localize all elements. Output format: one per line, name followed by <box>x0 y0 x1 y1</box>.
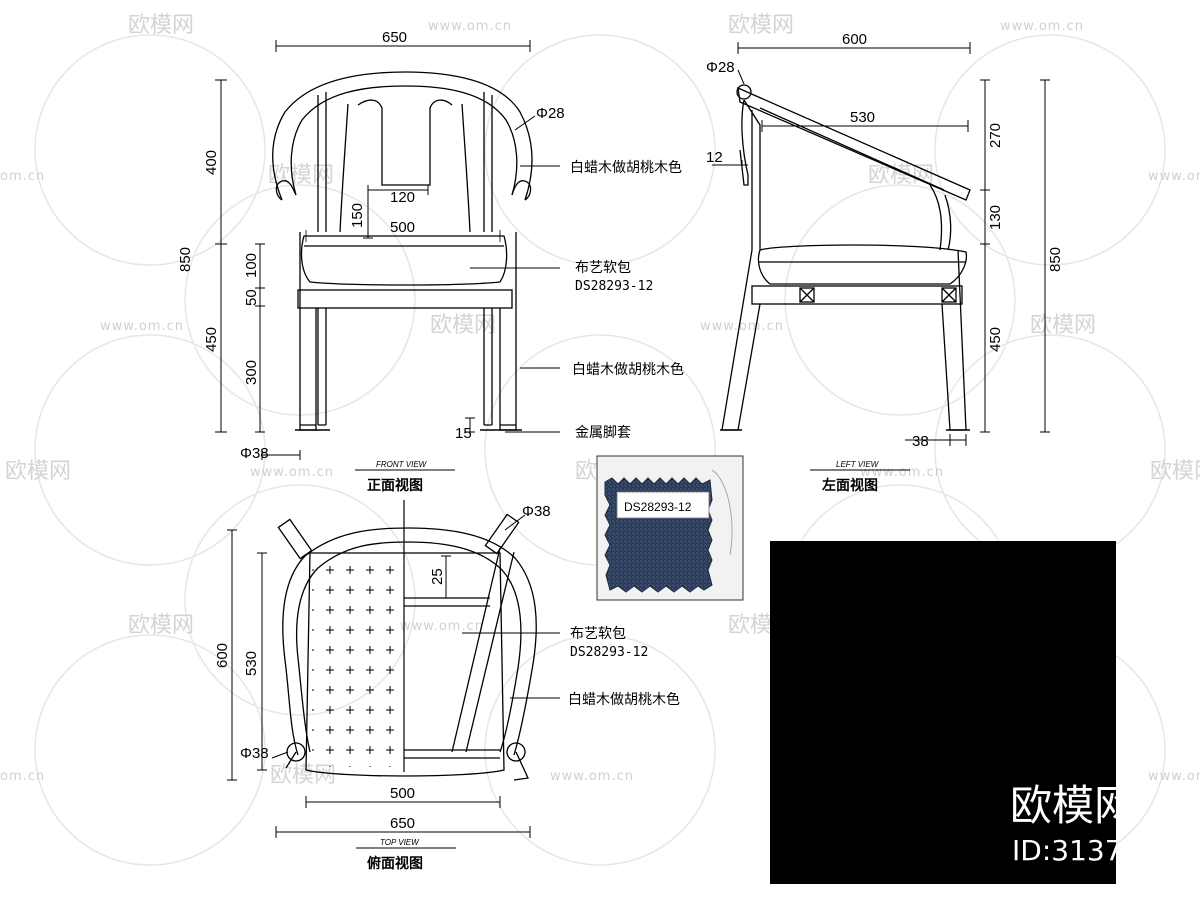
watermark-layer: 欧模网 欧模网 www.om.cn www.om.cn 欧模网 欧模网 om.c… <box>0 13 1200 866</box>
label-wood: 白蜡木做胡桃木色 <box>568 691 680 708</box>
left-dimensions <box>712 42 1050 446</box>
watermark-brand: 欧模网 <box>430 313 496 338</box>
dim-front-upper-h: 400 <box>203 150 220 175</box>
left-view-subtitle: LEFT VIEW <box>836 460 880 469</box>
top-dim-labels: Φ38 Φ38 500 650 25 600 530 <box>214 503 551 832</box>
dim-top-seat-w: 500 <box>390 785 415 802</box>
fabric-swatch: DS28293-12 <box>596 455 744 601</box>
watermark-brand: 欧模网 <box>268 163 334 188</box>
front-labels: 白蜡木做胡桃木色 布艺软包 DS28293-12 白蜡木做胡桃木色 金属脚套 <box>570 159 684 441</box>
label-fabric: 布艺软包 <box>570 626 626 642</box>
top-view <box>277 500 537 781</box>
dim-left-upper-h: 270 <box>987 123 1004 148</box>
watermark-url: www.om.cn <box>550 769 634 784</box>
left-dim-labels: 600 Φ28 530 12 38 270 130 450 850 <box>706 31 1064 450</box>
dim-top-total-w: 650 <box>390 815 415 832</box>
label-fabric-code: DS28293-12 <box>570 645 648 660</box>
watermark-brand: 欧模网 <box>5 459 71 484</box>
top-view-subtitle: TOP VIEW <box>380 838 420 847</box>
watermark-url: www.om.cn <box>1148 769 1200 784</box>
top-dimensions <box>227 514 560 838</box>
dim-front-rail-dia: Φ28 <box>536 105 565 122</box>
dim-front-leg-h: 300 <box>243 360 260 385</box>
front-view-subtitle: FRONT VIEW <box>376 460 428 469</box>
dim-left-rail-dia: Φ28 <box>706 59 735 76</box>
swatch-code: DS28293-12 <box>624 500 692 514</box>
dim-front-foot-h: 15 <box>455 425 472 442</box>
top-view-title-text: 俯面视图 <box>367 855 423 872</box>
label-wood: 白蜡木做胡桃木色 <box>572 361 684 378</box>
front-crest-rail <box>271 71 533 201</box>
dim-left-arm: 530 <box>850 109 875 126</box>
label-metal-foot: 金属脚套 <box>575 425 631 441</box>
watermark-url: www.om.cn <box>1148 169 1200 184</box>
label-wood: 白蜡木做胡桃木色 <box>570 159 682 176</box>
brand-panel: 欧模网 ID:3137836 <box>770 541 1176 884</box>
dim-left-depth: 600 <box>842 31 867 48</box>
watermark-url: om.cn <box>0 169 45 184</box>
top-view-title: TOP VIEW 俯面视图 <box>356 838 456 872</box>
watermark-brand: 欧模网 <box>270 763 336 788</box>
dim-top-leg-dia2: Φ38 <box>240 745 269 762</box>
left-view-title: LEFT VIEW 左面视图 <box>810 460 910 494</box>
dim-top-inner: 530 <box>243 651 260 676</box>
left-view <box>720 84 971 431</box>
watermark-url: www.om.cn <box>250 465 334 480</box>
left-front-leg <box>721 249 761 431</box>
dim-front-seat-w: 500 <box>390 219 415 236</box>
dim-left-leg-w: 38 <box>912 433 929 450</box>
dim-top-leg-dia: Φ38 <box>522 503 551 520</box>
watermark-brand: 欧模网 <box>128 613 194 638</box>
front-seat-cushion <box>300 235 508 286</box>
top-outer-ring <box>282 527 537 756</box>
front-apron <box>297 289 513 309</box>
dim-left-mid-h: 130 <box>987 205 1004 230</box>
top-seat <box>305 552 505 777</box>
left-back-post <box>743 99 761 250</box>
label-fabric: 布艺软包 <box>575 260 631 276</box>
front-view <box>271 71 533 431</box>
brand-name: 欧模网 <box>1010 781 1136 830</box>
top-labels: 布艺软包 DS28293-12 白蜡木做胡桃木色 <box>568 626 680 708</box>
watermark-brand: 欧模网 <box>728 13 794 38</box>
watermark-url: www.om.cn <box>1000 19 1084 34</box>
left-seat-cushion <box>757 244 968 285</box>
dim-front-splat: 120 <box>390 189 415 206</box>
watermark-url: www.om.cn <box>400 619 484 634</box>
watermark-url: om.cn <box>0 769 45 784</box>
brand-id: ID:3137836 <box>1012 834 1176 867</box>
watermark-url: www.om.cn <box>428 19 512 34</box>
dim-top-depth: 600 <box>214 643 231 668</box>
label-fabric-code: DS28293-12 <box>575 279 653 294</box>
watermark-brand: 欧模网 <box>128 13 194 38</box>
dim-front-total-h: 850 <box>177 247 194 272</box>
dim-front-splat-h: 150 <box>349 203 366 228</box>
dim-front-seat-h: 450 <box>203 327 220 352</box>
front-dim-labels: 650 Φ28 120 500 15 Φ38 400 850 450 150 1… <box>177 29 565 462</box>
dim-left-total-h: 850 <box>1047 247 1064 272</box>
front-view-title: FRONT VIEW 正面视图 <box>355 460 455 494</box>
watermark-brand: 欧模网 <box>1150 459 1200 484</box>
front-back-splat <box>357 99 453 186</box>
dim-front-apron-h: 50 <box>243 289 260 306</box>
front-leg-right <box>499 232 517 431</box>
dim-left-seat-h: 450 <box>987 327 1004 352</box>
dim-left-rail-t: 12 <box>706 149 723 166</box>
watermark-brand: 欧模网 <box>868 163 934 188</box>
front-dimensions <box>215 40 560 460</box>
top-fabric-pattern <box>312 555 404 767</box>
watermark-url: www.om.cn <box>100 319 184 334</box>
watermark-url: www.om.cn <box>860 465 944 480</box>
dim-front-width: 650 <box>382 29 407 46</box>
dim-front-cushion-h: 100 <box>243 253 260 278</box>
left-view-title-text: 左面视图 <box>821 477 878 494</box>
front-view-title-text: 正面视图 <box>367 477 423 494</box>
dim-top-offset: 25 <box>429 568 446 585</box>
watermark-brand: 欧模网 <box>1030 313 1096 338</box>
watermark-url: www.om.cn <box>700 319 784 334</box>
dim-front-leg-dia: Φ38 <box>240 445 269 462</box>
